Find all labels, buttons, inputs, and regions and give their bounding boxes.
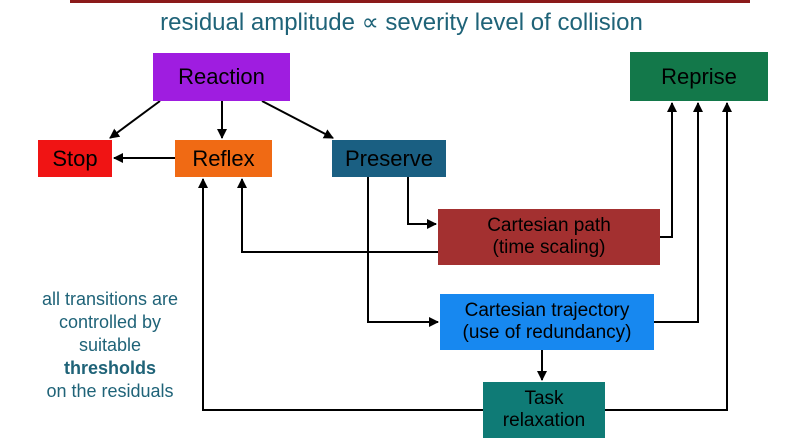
note-bold-thresholds: thresholds: [63, 358, 156, 378]
arrow-path-reprise: [660, 102, 677, 238]
stop-box: Stop: [38, 140, 112, 177]
task-relaxation-line1: Task: [524, 388, 564, 410]
reflex-box: Reflex: [175, 140, 272, 177]
note-line-3: suitable: [78, 335, 142, 355]
arrow-preserve-path: [407, 177, 437, 229]
diagram-title: residual amplitude ∝ severity level of c…: [160, 9, 643, 36]
top-rule: [70, 0, 750, 3]
arrow-path-reflex: [237, 178, 438, 253]
cartesian-trajectory-box: Cartesian trajectory (use of redundancy): [440, 294, 654, 350]
reprise-box: Reprise: [630, 52, 768, 101]
arrow-preserve-trajectory: [367, 177, 439, 327]
arrow-reaction-preserve: [261, 100, 334, 139]
cartesian-trajectory-subtitle: (use of redundancy): [462, 322, 632, 343]
preserve-box: Preserve: [332, 140, 446, 177]
reaction-label: Reaction: [178, 64, 265, 90]
arrow-task-reprise: [605, 102, 732, 411]
stop-label: Stop: [52, 145, 98, 171]
note-line-5: on the residuals: [46, 381, 174, 401]
arrow-trajectory-reprise: [654, 102, 703, 323]
cartesian-path-subtitle: (time scaling): [492, 237, 606, 258]
task-relaxation-line2: relaxation: [502, 410, 586, 431]
note-line-1: all transitions are: [41, 289, 179, 309]
cartesian-path-box: Cartesian path (time scaling): [438, 209, 660, 265]
cartesian-path-title: Cartesian path: [487, 215, 611, 237]
arrow-reaction-stop: [109, 100, 161, 139]
cartesian-trajectory-title: Cartesian trajectory: [464, 300, 630, 322]
task-relaxation-box: Task relaxation: [483, 382, 605, 438]
note-line-2: controlled by: [58, 312, 162, 332]
reprise-label: Reprise: [661, 63, 737, 89]
reaction-box: Reaction: [153, 53, 290, 101]
preserve-label: Preserve: [344, 145, 434, 171]
thresholds-note: all transitions are controlled by suitab…: [20, 288, 200, 403]
reflex-label: Reflex: [192, 145, 255, 171]
arrow-task-reflex: [198, 178, 483, 411]
